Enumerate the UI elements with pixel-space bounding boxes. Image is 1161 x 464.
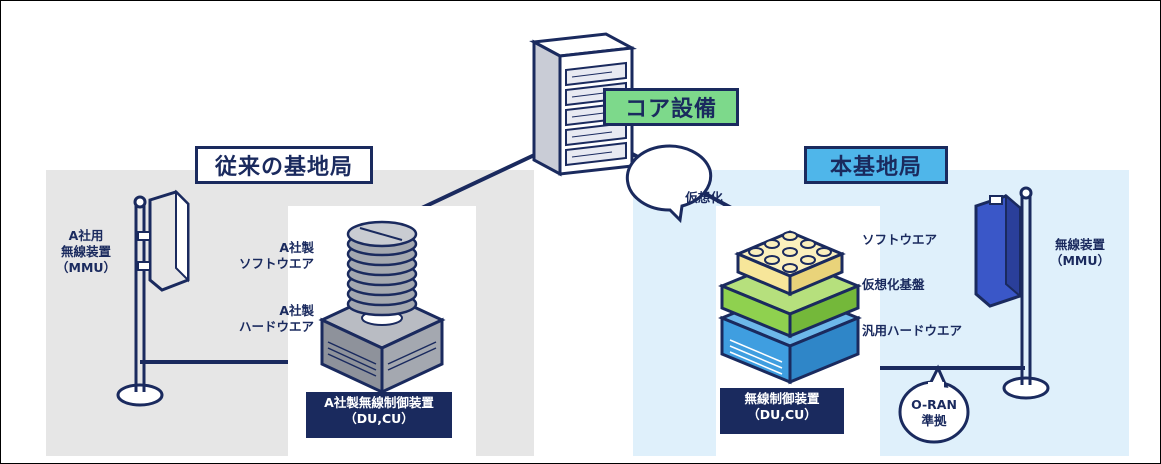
legacy-software-label: A社製 ソフトウエア — [238, 240, 314, 271]
legacy-station-title: 従来の基地局 — [195, 146, 373, 184]
new-controller-label: 無線制御装置 （DU,CU） — [720, 388, 844, 434]
new-hardware-label: 汎用ハードウエア — [862, 323, 963, 338]
legacy-device-icon — [318, 220, 446, 395]
virtualization-bubble — [625, 144, 713, 224]
new-software-label: ソフトウエア — [862, 232, 938, 247]
legacy-antenna-icon — [116, 189, 190, 407]
new-antenna-icon — [974, 186, 1050, 400]
new-radio-label: 無線装置 （MMU） — [1049, 237, 1111, 268]
legacy-radio-label: A社用 無線装置 （MMU） — [56, 228, 117, 275]
new-panel — [633, 170, 1129, 456]
virtualization-bubble-label: 仮想化 — [685, 190, 723, 205]
new-device-icon — [718, 230, 862, 385]
legacy-controller-label: A社製無線制御装置 （DU,CU） — [306, 392, 452, 438]
core-equipment-tag: コア設備 — [603, 88, 739, 126]
oran-label: O-RAN 準拠 — [911, 397, 957, 428]
new-virtualization-label: 仮想化基盤 — [862, 277, 925, 292]
new-station-title: 本基地局 — [804, 146, 948, 184]
oran-bubble — [898, 364, 970, 444]
legacy-hardware-label: A社製 ハードウエア — [238, 303, 314, 334]
